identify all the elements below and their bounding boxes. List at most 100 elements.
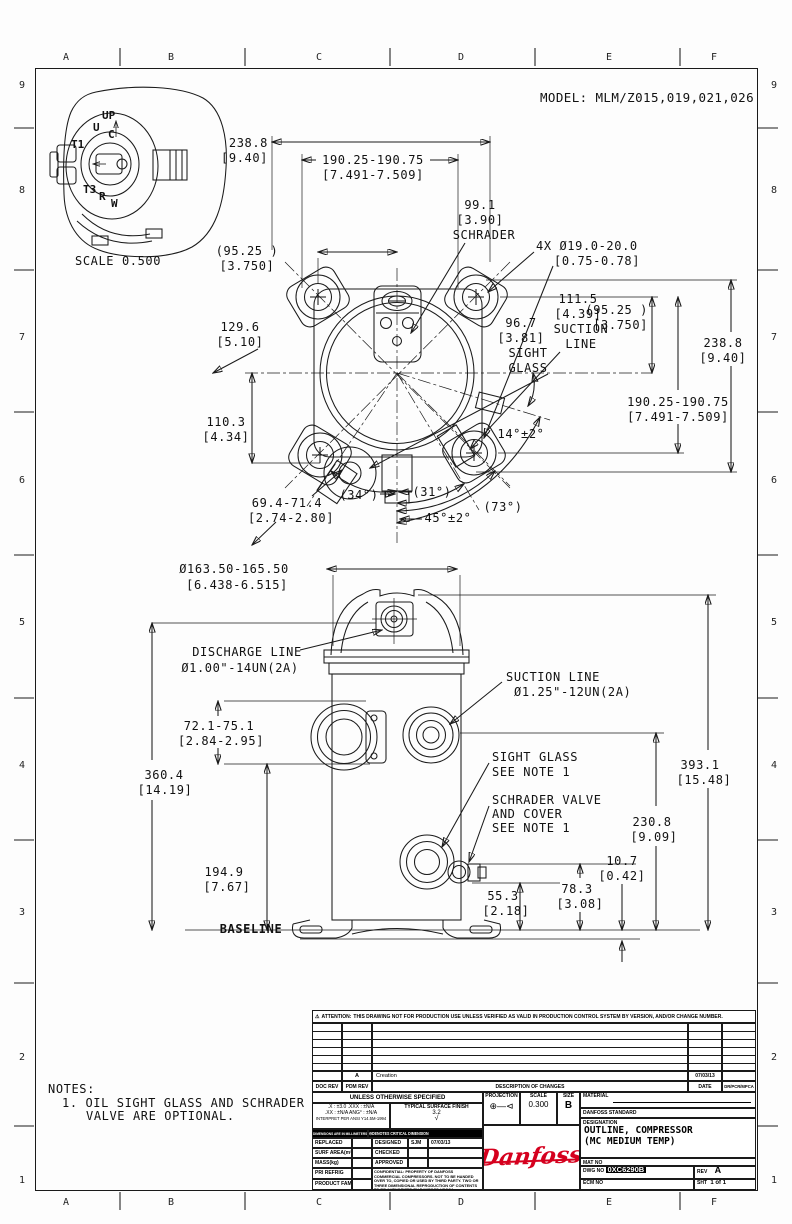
mat-no-label: MAT NO xyxy=(580,1158,756,1166)
designation-label: DESIGNATION xyxy=(583,1120,618,1126)
pri-refrig-value xyxy=(352,1168,372,1179)
suction-fitting xyxy=(402,706,460,764)
oil-sight-glass xyxy=(310,703,387,771)
critical-dim-banner: ⊖DENOTES CRITICAL DIMENSION xyxy=(368,1129,483,1138)
dim-190-right-in: [7.491-7.509] xyxy=(627,410,729,424)
danfoss-logo: Danfoss xyxy=(484,1141,579,1171)
attention-label: ATTENTION: xyxy=(321,1013,352,1020)
zone-col-c: C xyxy=(316,52,323,63)
zone-col-c2: C xyxy=(316,1197,323,1208)
dim-55-mm: 55.3 xyxy=(487,889,518,903)
sightglass-label-1: SIGHT xyxy=(508,346,547,360)
approved-date xyxy=(428,1158,483,1168)
dim-95-left-mm: (95.25 ) xyxy=(216,244,279,258)
suction-label-1: SUCTION LINE xyxy=(506,670,600,684)
tolerance-cell: .X : ±3.0 .XXX : ±N/A .XX : ±N/A ANG° : … xyxy=(312,1103,390,1129)
dim-238-right-mm: 238.8 xyxy=(703,336,742,350)
scale-cell: SCALE 0.300 xyxy=(520,1092,557,1125)
approved-by xyxy=(408,1158,428,1168)
zone-row-7: 7 xyxy=(19,332,26,343)
baseline-label: BASELINE xyxy=(220,922,283,936)
product-fam-label: PRODUCT FAM xyxy=(312,1179,352,1190)
scale-value: 0.300 xyxy=(528,1100,549,1109)
dim-dia-shell-in: [6.438-6.515] xyxy=(186,578,288,592)
hdr-description: DESCRIPTION OF CHANGES xyxy=(372,1081,688,1092)
rev-grid-line xyxy=(312,1031,756,1032)
dim-360-mm: 360.4 xyxy=(144,768,183,782)
rev-label: REV xyxy=(697,1169,708,1175)
zone-ticks xyxy=(14,48,778,1210)
scale-label: SCALE xyxy=(530,1093,547,1099)
dim-238-right-in: [9.40] xyxy=(700,351,747,365)
mounting-feet xyxy=(291,919,502,939)
material-cell: MATERIAL xyxy=(580,1092,756,1108)
surf-area-value xyxy=(352,1148,372,1158)
dim-96-in: [3.81] xyxy=(498,331,545,345)
zone-col-e2: E xyxy=(606,1197,613,1208)
terminal-r-label: R xyxy=(99,190,106,203)
sht-value: 1 of 1 xyxy=(710,1180,727,1186)
dim-190-top-mm: 190.25-190.75 xyxy=(322,153,424,167)
dim-72-in: [2.84-2.95] xyxy=(178,734,264,748)
angle-73-label: (73°) xyxy=(483,500,522,514)
checked-date xyxy=(428,1148,483,1158)
terminal-w-label: W xyxy=(111,197,118,210)
tolerance-line-1: .X : ±3.0 .XXX : ±N/A xyxy=(327,1104,375,1110)
projection-label: PROJECTION xyxy=(485,1093,518,1099)
zone-col-d: D xyxy=(458,52,465,63)
top-view: 238.8 [9.40] 190.25-190.75 [7.491-7.509]… xyxy=(203,136,747,545)
top-view-dimensions xyxy=(213,136,737,545)
terminal-box xyxy=(373,285,422,363)
rev-grid-line xyxy=(312,1047,756,1048)
dim-69-mm: 69.4-71.4 xyxy=(252,496,322,510)
dwg-no-cell: DWG NO 0XC6290B xyxy=(580,1166,694,1179)
zone-row-4r: 4 xyxy=(771,760,778,771)
zone-col-e: E xyxy=(606,52,613,63)
dim-10-mm: 10.7 xyxy=(606,854,637,868)
dim-230-in: [9.09] xyxy=(631,830,678,844)
discharge-fitting xyxy=(372,598,417,644)
dim-360-in: [14.19] xyxy=(138,783,193,797)
notes-title: NOTES: xyxy=(48,1082,95,1096)
dim-194-in: [7.67] xyxy=(204,880,251,894)
lower-sight-glass xyxy=(399,834,455,890)
dim-96-mm: 96.7 xyxy=(505,316,536,330)
dim-95-right-mm: (95.25 ) xyxy=(585,303,648,317)
model-number-label: MODEL: MLM/Z015,019,021,026 xyxy=(540,90,754,105)
dims-mm-text: DIMENSIONS ARE IN MILLIMETERS xyxy=(313,1130,368,1136)
zone-col-b2: B xyxy=(168,1197,175,1208)
sht-label: SHT xyxy=(697,1180,707,1186)
schrader-note-1: SCHRADER VALVE xyxy=(492,793,602,807)
detail-scale-label: SCALE 0.500 xyxy=(75,254,161,268)
shell-body xyxy=(331,673,462,921)
hdr-date: DATE xyxy=(688,1081,722,1092)
dim-238-top-mm: 238.8 xyxy=(229,136,268,150)
dim-194-mm: 194.9 xyxy=(204,865,243,879)
dim-110-mm: 110.3 xyxy=(206,415,245,429)
angle-14-label: 14°±2° xyxy=(498,427,545,441)
zone-row-7r: 7 xyxy=(771,332,778,343)
hdr-pdm-rev: PDM REV xyxy=(342,1081,372,1092)
dim-393-in: [15.48] xyxy=(677,773,732,787)
designed-date: 07/03/13 xyxy=(428,1138,483,1148)
dwg-no-value: 0XC6290B xyxy=(605,1166,647,1174)
surface-finish-value: 3.2 xyxy=(432,1110,441,1116)
rev-a-date: 07/03/13 xyxy=(688,1071,722,1081)
title-block: ⚠ ATTENTION: THIS DRAWING NOT FOR PRODUC… xyxy=(312,1010,756,1190)
zone-row-2: 2 xyxy=(19,1052,26,1063)
drawing-border xyxy=(35,68,758,1191)
rev-a-doc xyxy=(312,1071,342,1081)
zone-col-d2: D xyxy=(458,1197,465,1208)
terminal-detail-view: UP U C T1 T3 R W SCALE 0.500 xyxy=(49,86,227,268)
discharge-label-1: DISCHARGE LINE xyxy=(192,645,302,659)
checked-label: CHECKED xyxy=(372,1148,408,1158)
size-value: B xyxy=(564,1100,573,1111)
checked-by xyxy=(408,1148,428,1158)
size-cell: SIZE B xyxy=(557,1092,580,1125)
dim-4x-holes-in: [0.75-0.78] xyxy=(554,254,640,268)
suction-label-2: Ø1.25"-12UN(2A) xyxy=(514,685,631,699)
rev-grid-line xyxy=(312,1063,756,1064)
terminal-t3-label: T3 xyxy=(83,183,96,196)
note-1-line-2: VALVE ARE OPTIONAL. xyxy=(86,1109,235,1123)
